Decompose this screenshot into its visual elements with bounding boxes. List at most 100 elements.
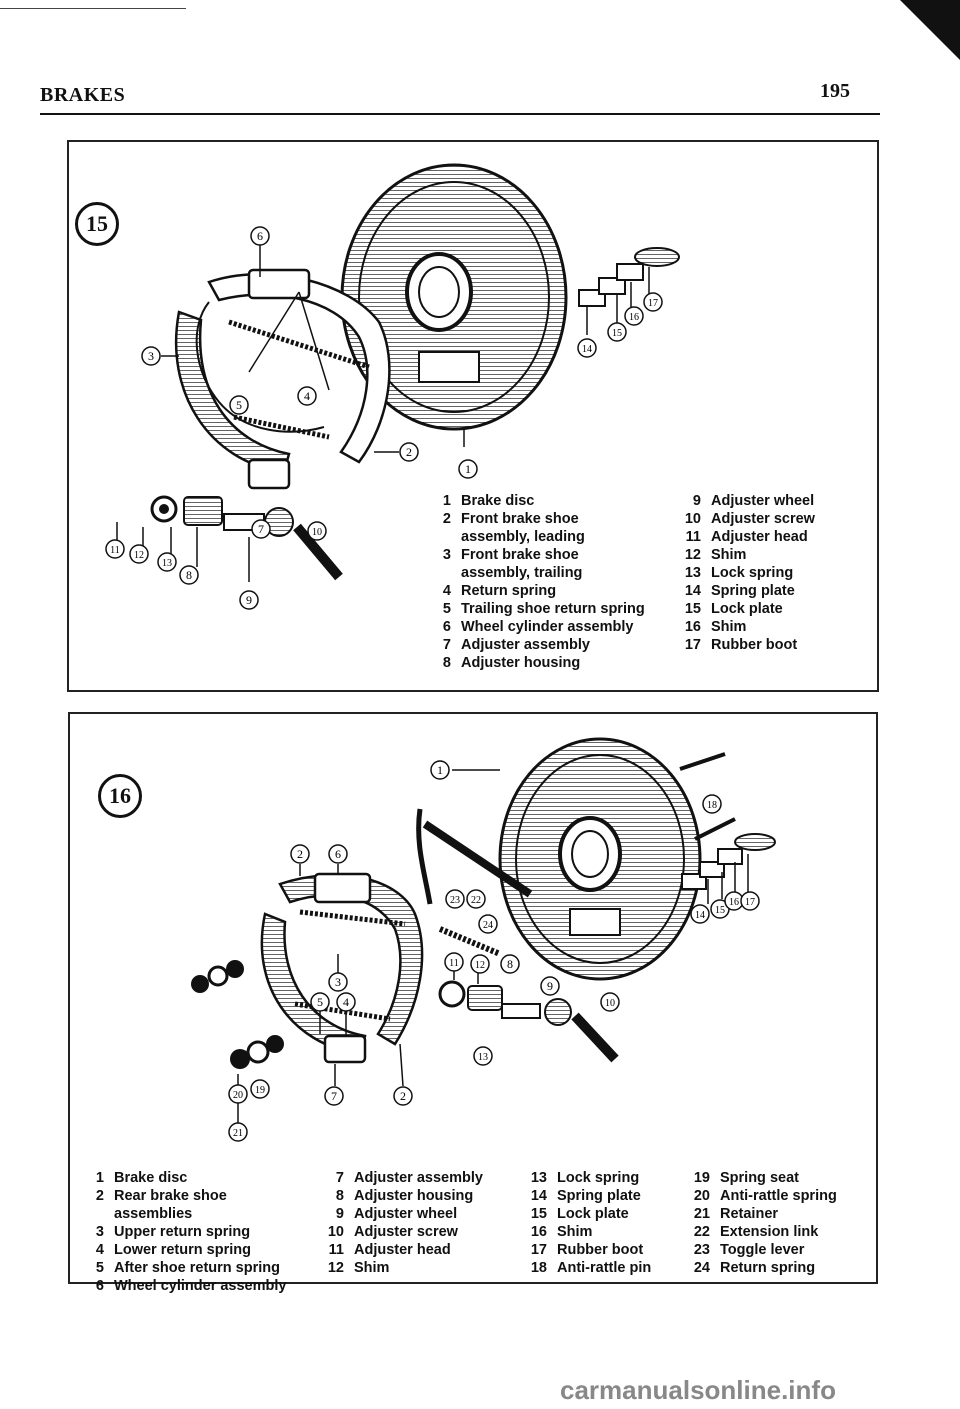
svg-text:8: 8 [507, 957, 513, 971]
svg-text:21: 21 [233, 1128, 243, 1139]
header-rule [40, 113, 880, 115]
callout-14: 14 [577, 338, 597, 358]
svg-text:16: 16 [629, 312, 639, 323]
rear-adjuster-parts [438, 980, 619, 1063]
callout-11: 11 [444, 952, 464, 972]
svg-text:6: 6 [335, 847, 341, 861]
front-brake-shoe-assembly [174, 268, 391, 490]
callout-7: 7 [251, 519, 271, 539]
svg-text:7: 7 [258, 522, 264, 536]
rear-brake-disc-backing-plate [498, 737, 702, 981]
callout-6: 6 [328, 844, 348, 864]
callout-16: 16 [624, 306, 644, 326]
page-number: 195 [820, 80, 850, 102]
callout-13: 13 [473, 1046, 493, 1066]
svg-text:6: 6 [257, 229, 263, 243]
watermark: carmanualsonline.info [560, 1375, 836, 1405]
callout-6: 6 [250, 226, 270, 246]
svg-text:12: 12 [475, 960, 485, 971]
callout-9: 9 [239, 590, 259, 610]
callout-5: 5 [229, 395, 249, 415]
svg-text:13: 13 [478, 1052, 488, 1063]
callout-10: 10 [307, 521, 327, 541]
svg-text:17: 17 [648, 298, 658, 309]
callout-17: 17 [643, 292, 663, 312]
leader-lines [116, 245, 650, 582]
callout-17: 17 [740, 891, 760, 911]
extension-link-and-toggle-lever [416, 808, 533, 957]
svg-text:1: 1 [437, 763, 443, 777]
figure-16-number: 16 [98, 774, 142, 818]
svg-text:10: 10 [312, 527, 322, 538]
svg-text:3: 3 [335, 975, 341, 989]
svg-text:7: 7 [331, 1089, 337, 1103]
figure-15-drawing: 6 3 5 4 2 1 7 10 11 12 13 8 9 14 15 16 1… [105, 163, 680, 610]
svg-text:5: 5 [236, 398, 242, 412]
rear-lock-plate-parts [679, 752, 776, 890]
figure-15-number: 15 [75, 202, 119, 246]
callout-2: 2 [290, 844, 310, 864]
callout-15: 15 [607, 322, 627, 342]
svg-text:15: 15 [715, 905, 725, 916]
callout-13: 13 [157, 552, 177, 572]
callout-12: 12 [470, 954, 490, 974]
callout-3: 3 [328, 972, 348, 992]
svg-text:1: 1 [465, 462, 471, 476]
callout-3: 3 [141, 346, 161, 366]
callout-12: 12 [129, 544, 149, 564]
svg-text:8: 8 [186, 568, 192, 582]
svg-text:12: 12 [134, 550, 144, 561]
callout-1: 1 [430, 760, 450, 780]
brake-disc-backing-plate [340, 163, 568, 431]
callout-2b: 2 [393, 1086, 413, 1106]
callout-7: 7 [324, 1086, 344, 1106]
svg-text:11: 11 [449, 958, 459, 969]
svg-text:4: 4 [343, 995, 349, 1009]
svg-text:5: 5 [317, 995, 323, 1009]
svg-text:16: 16 [729, 897, 739, 908]
callout-8: 8 [179, 565, 199, 585]
rear-brake-shoe-assemblies [260, 872, 424, 1064]
svg-text:9: 9 [246, 593, 252, 607]
svg-text:15: 15 [612, 328, 622, 339]
callout-18: 18 [702, 794, 722, 814]
svg-text:13: 13 [162, 558, 172, 569]
callout-5: 5 [310, 992, 330, 1012]
callout-9: 9 [540, 976, 560, 996]
svg-text:11: 11 [110, 545, 120, 556]
figure-15-callouts: 6 3 5 4 2 1 7 10 11 12 13 8 9 14 15 16 1… [105, 226, 663, 610]
callout-23: 23 [445, 889, 465, 909]
